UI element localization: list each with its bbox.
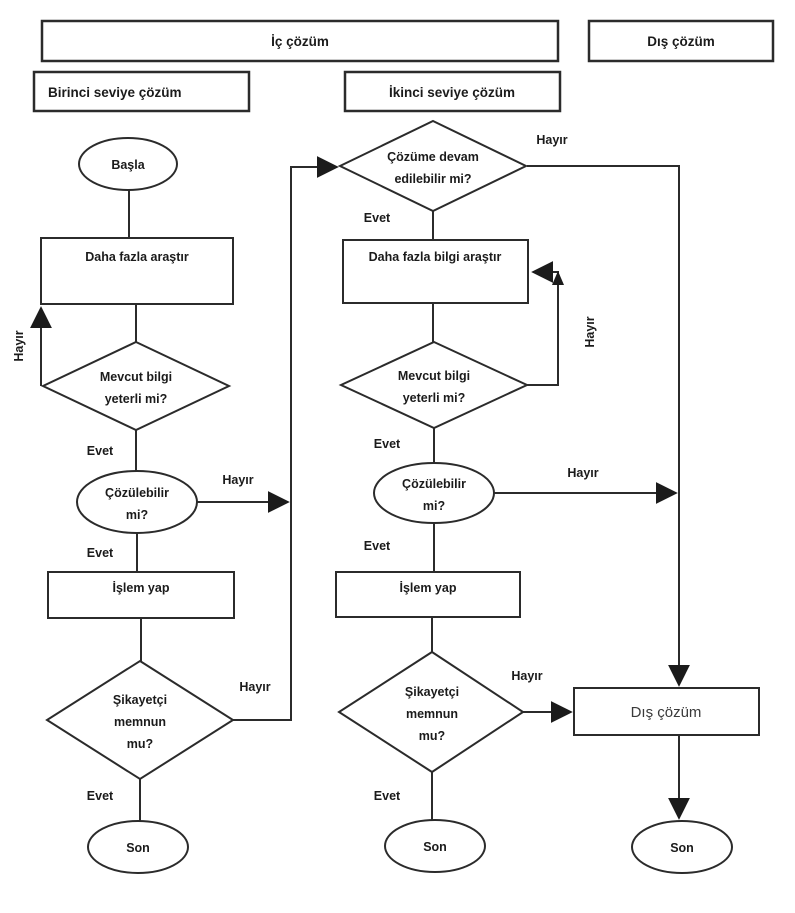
header-internal-resolution-label: İç çözüm	[271, 34, 329, 49]
level2-nodes: Çözüme devam edilebilir mi? Daha fazla b…	[335, 119, 530, 873]
swimlane-headers: İç çözüm Dış çözüm Birinci seviye çözüm …	[32, 19, 775, 113]
edge-label-yes-satisfied-l1: Evet	[87, 789, 114, 803]
decision-info-sufficient-l1	[40, 340, 232, 432]
process-investigate-l1	[40, 237, 234, 305]
edge-label-yes-infoq-l2: Evet	[374, 437, 401, 451]
decision-solvable-l1-line2: mi?	[126, 508, 148, 522]
header-external-resolution	[587, 19, 775, 63]
edge-continue-no-to-external	[527, 165, 690, 687]
edge-label-yes-infoq-l1: Evet	[87, 444, 114, 458]
edge-label-no-satisfied-l2: Hayır	[511, 669, 542, 683]
decision-info-sufficient-l2	[338, 340, 530, 430]
decision-info-sufficient-l1-line2: yeterli mi?	[105, 392, 168, 406]
edge-labels: Hayır Evet Hayır Evet Hayır Evet Hayır E…	[12, 133, 599, 803]
edge-label-yes-continue-l2: Evet	[364, 211, 391, 225]
edge-label-yes-satisfied-l2: Evet	[374, 789, 401, 803]
header-internal-resolution	[40, 19, 560, 63]
process-external-resolution	[573, 687, 760, 736]
decision-info-sufficient-l2-line1: Mevcut bilgi	[398, 369, 470, 383]
decision-satisfied-l2-line2: memnun	[406, 707, 458, 721]
process-investigate-l2-label: Daha fazla bilgi araştır	[369, 250, 502, 264]
edge-label-no-feedback-l2: Hayır	[583, 316, 597, 347]
process-external-resolution-label: Dış çözüm	[631, 704, 702, 721]
process-take-action-l1	[47, 571, 235, 619]
end-terminator-external-label: Son	[670, 841, 694, 855]
decision-info-sufficient-l2-line2: yeterli mi?	[403, 391, 466, 405]
decision-continue-l2-line2: edilebilir mi?	[394, 172, 471, 186]
level1-nodes: Başla Daha fazla araştır Mevcut bilgi ye…	[40, 137, 235, 874]
decision-satisfied-l2-line3: mu?	[419, 729, 445, 743]
start-terminator-l1-label: Başla	[111, 158, 145, 172]
header-level2-label: İkinci seviye çözüm	[389, 85, 515, 100]
header-level1	[32, 70, 251, 113]
header-external-resolution-label: Dış çözüm	[647, 34, 715, 49]
decision-satisfied-l1-line3: mu?	[127, 737, 153, 751]
edge-label-no-feedback-l1: Hayır	[12, 330, 26, 361]
edge-label-no-solvable-l2: Hayır	[567, 466, 598, 480]
decision-info-sufficient-l1-line1: Mevcut bilgi	[100, 370, 172, 384]
header-level2	[343, 70, 562, 113]
edge-label-no-satisfied-l1: Hayır	[239, 680, 270, 694]
decision-satisfied-l2	[337, 650, 525, 774]
edge-label-no-solvable-l1: Hayır	[222, 473, 253, 487]
decision-solvable-l1-line1: Çözülebilir	[105, 486, 169, 500]
start-terminator-l1	[78, 137, 178, 191]
end-terminator-l2	[384, 819, 486, 873]
decision-solvable-l2-line1: Çözülebilir	[402, 477, 466, 491]
end-terminator-l1	[87, 820, 189, 874]
decision-satisfied-l1-line2: memnun	[114, 715, 166, 729]
header-level1-label: Birinci seviye çözüm	[48, 85, 182, 100]
end-terminator-external	[631, 820, 733, 874]
edge-label-yes-solvable-l1: Evet	[87, 546, 114, 560]
edge-infoq-no-feedback-l2	[527, 261, 559, 386]
decision-satisfied-l1-line1: Şikayetçi	[113, 693, 167, 707]
decision-continue-l2	[337, 119, 529, 213]
end-terminator-l1-label: Son	[126, 841, 150, 855]
decision-solvable-l2	[373, 462, 495, 524]
edge-label-yes-solvable-l2: Evet	[364, 539, 391, 553]
decision-continue-l2-line1: Çözüme devam	[387, 150, 479, 164]
decision-satisfied-l2-line1: Şikayetçi	[405, 685, 459, 699]
decision-solvable-l2-line2: mi?	[423, 499, 445, 513]
process-take-action-l2	[335, 571, 521, 618]
process-investigate-l1-label: Daha fazla araştır	[85, 250, 189, 264]
process-take-action-l1-label: İşlem yap	[113, 580, 170, 595]
edge-satisfied-no-riser-l1	[233, 156, 339, 721]
process-investigate-l2	[342, 239, 529, 304]
end-terminator-l2-label: Son	[423, 840, 447, 854]
edge-label-no-continue-l2: Hayır	[536, 133, 567, 147]
external-lane-nodes: Dış çözüm Son	[573, 687, 760, 874]
decision-satisfied-l1	[45, 659, 235, 781]
connectors	[30, 156, 690, 821]
process-take-action-l2-label: İşlem yap	[400, 580, 457, 595]
decision-solvable-l1	[76, 470, 198, 534]
edge-feedback-up-arrowhead-l2	[552, 271, 564, 285]
